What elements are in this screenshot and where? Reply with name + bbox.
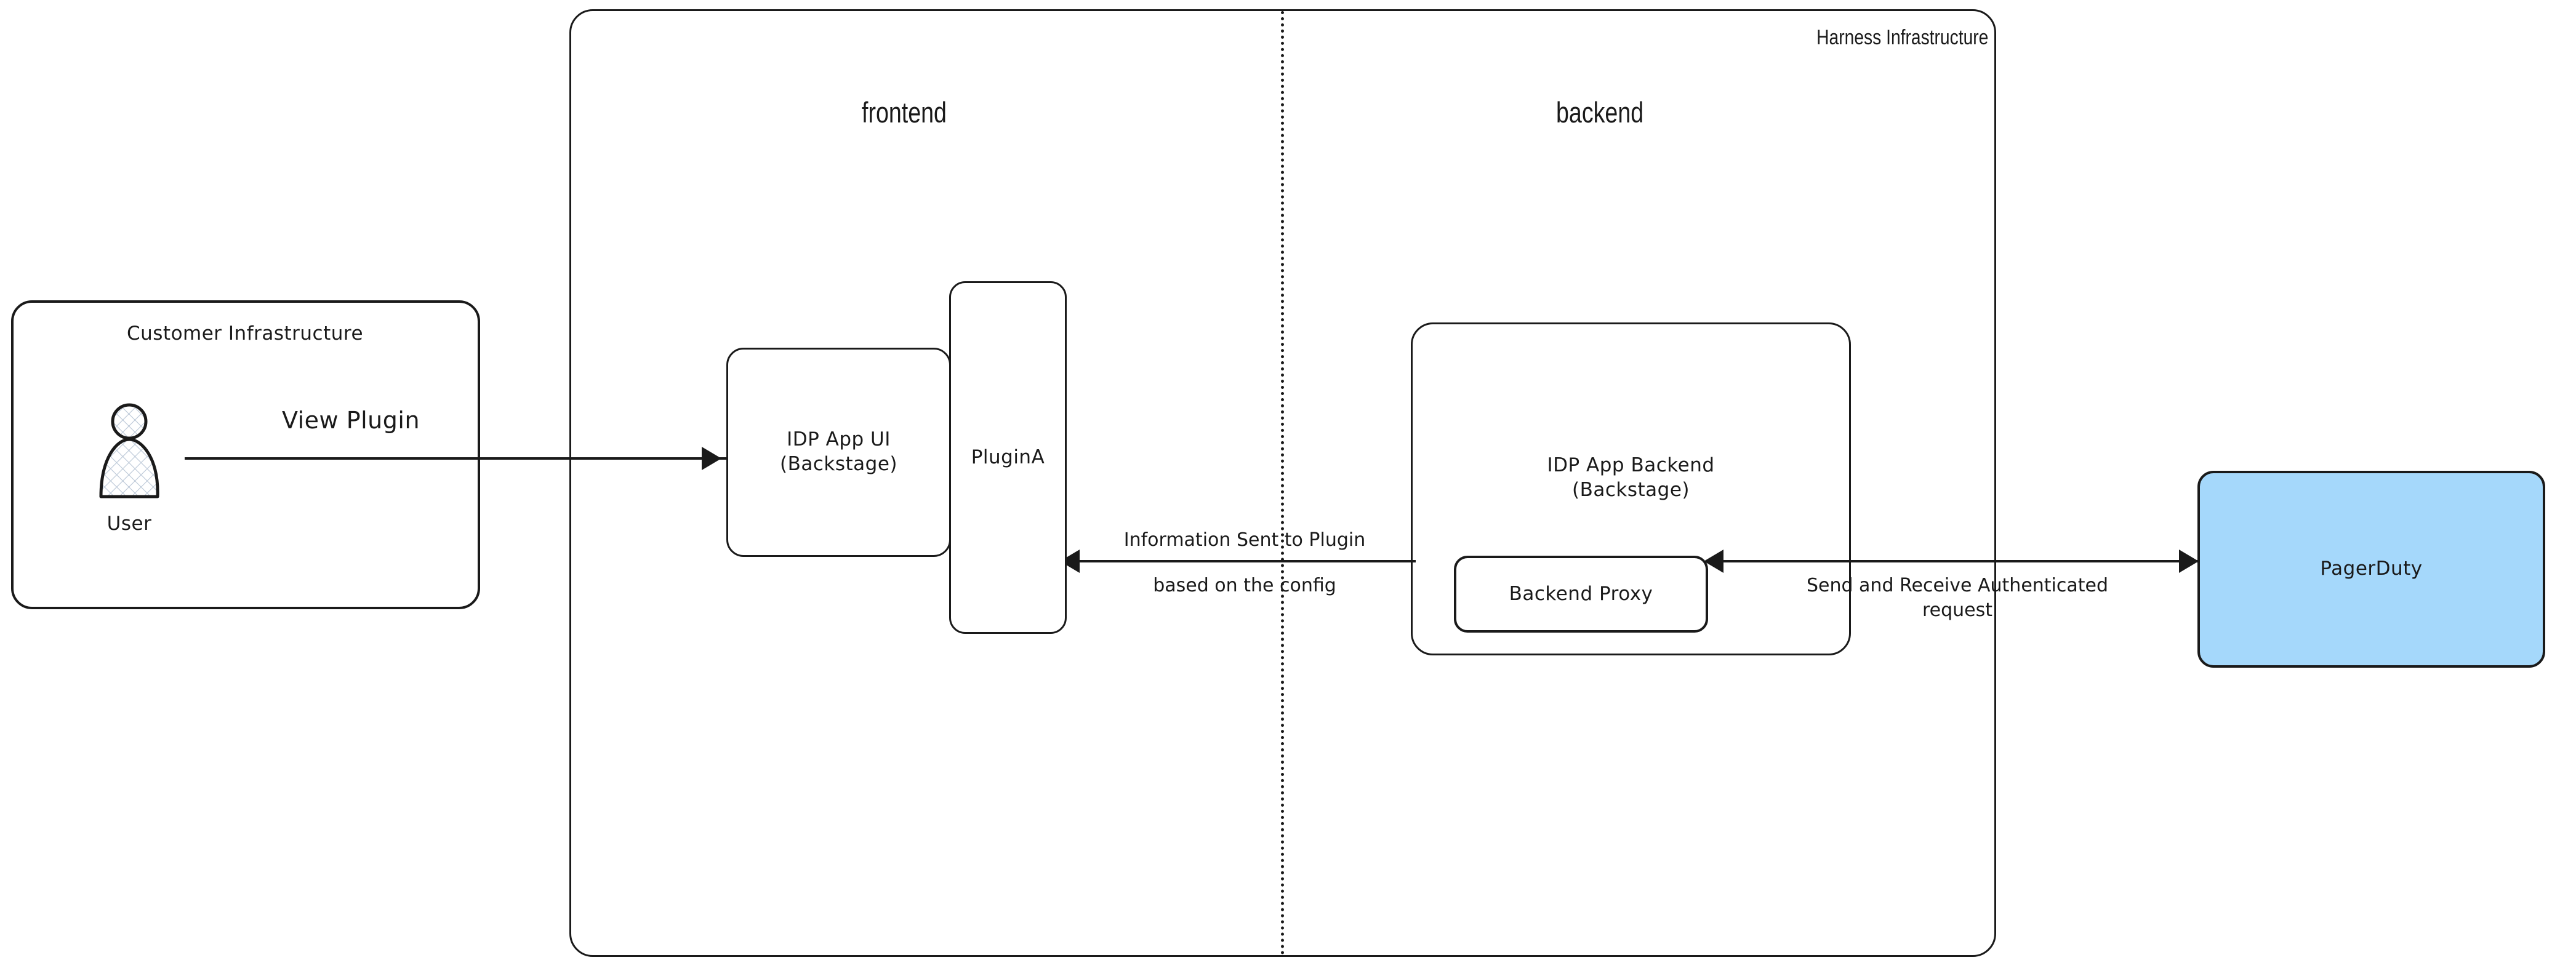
user-actor-label: User xyxy=(106,513,152,535)
edge-view-plugin-label: View Plugin xyxy=(281,407,420,434)
edge-authenticated-request-arrowhead-right xyxy=(2179,550,2199,573)
user-actor-icon xyxy=(99,403,159,498)
node-idp-app-ui-label: IDP App UI (Backstage) xyxy=(779,428,897,475)
node-backend-proxy[interactable]: Backend Proxy xyxy=(1454,556,1708,633)
node-backend-proxy-label: Backend Proxy xyxy=(1509,582,1653,605)
harness-infrastructure-title: Harness Infrastructure xyxy=(1816,26,1988,49)
edge-information-sent-label-line2: based on the config xyxy=(1153,575,1336,596)
edge-view-plugin-arrowhead xyxy=(702,447,721,470)
edge-authenticated-request-label: Send and Receive Authenticated request xyxy=(1806,575,2109,621)
edge-information-sent-line xyxy=(1078,560,1416,562)
node-pagerduty[interactable]: PagerDuty xyxy=(2197,471,2545,668)
edge-information-sent-label-line1: Information Sent to Plugin xyxy=(1123,529,1366,551)
edge-view-plugin-line xyxy=(185,457,726,460)
node-idp-app-backend-label: IDP App Backend (Backstage) xyxy=(1547,454,1715,501)
node-idp-app-ui[interactable]: IDP App UI (Backstage) xyxy=(726,348,951,557)
node-pagerduty-label: PagerDuty xyxy=(2320,558,2423,580)
frontend-backend-divider xyxy=(1281,11,1284,955)
zone-title-backend: backend xyxy=(1556,96,1644,129)
customer-infrastructure-title: Customer Infrastructure xyxy=(126,322,364,345)
edge-authenticated-request-line xyxy=(1717,560,2197,562)
node-plugin-a-label: PluginA xyxy=(971,446,1045,468)
node-plugin-a[interactable]: PluginA xyxy=(949,281,1067,634)
customer-infrastructure-container xyxy=(11,300,480,609)
zone-title-frontend: frontend xyxy=(862,96,947,129)
